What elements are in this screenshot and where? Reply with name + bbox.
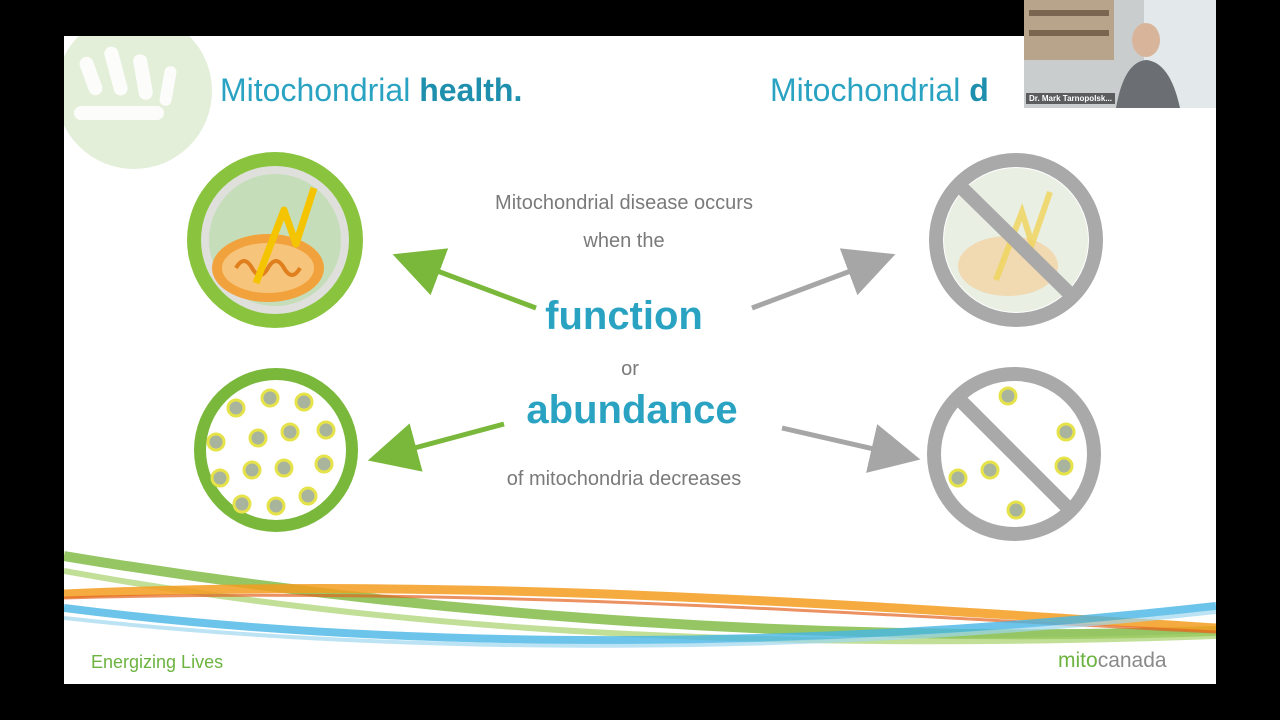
title-right-bold: d — [969, 72, 989, 108]
text-line2: when the — [583, 230, 665, 252]
wave-band-decoration — [64, 551, 1216, 648]
arrow-to-healthy-function — [392, 248, 537, 311]
arrows-layer — [367, 248, 921, 473]
arrow-to-healthy-abundance — [367, 421, 505, 472]
word-abundance: abundance — [526, 388, 738, 432]
word-or: or — [621, 358, 639, 380]
arrow-to-disease-abundance — [781, 424, 921, 473]
word-function: function — [545, 294, 703, 338]
title-left-bold: health. — [419, 72, 523, 108]
title-mitochondrial-disease: Mitochondrial d — [770, 72, 989, 109]
footer-tagline: Energizing Lives — [91, 652, 224, 672]
text-line1: Mitochondrial disease occurs — [495, 192, 753, 214]
presenter-video-image — [1024, 0, 1216, 108]
logo-text-o: o — [1086, 649, 1098, 672]
participant-name-label: Dr. Mark Tarnopolsk... — [1026, 93, 1115, 104]
presentation-slide: Mitochondrial health. Mitochondrial d — [64, 36, 1216, 684]
logo-text-canada: canada — [1097, 649, 1167, 672]
title-mitochondrial-health: Mitochondrial health. — [220, 72, 522, 109]
title-right-prefix: Mitochondrial — [770, 72, 970, 108]
disease-abundance-icon — [927, 367, 1101, 541]
title-left-prefix: Mitochondrial — [220, 72, 420, 108]
healthy-mitochondrion-icon — [187, 152, 363, 328]
text-line-last: of mitochondria decreases — [506, 468, 742, 490]
arrow-to-disease-function — [751, 248, 896, 311]
disease-mitochondrion-icon — [929, 153, 1103, 327]
mito-logo-decoration-icon — [64, 36, 212, 169]
mitocanada-logo: mitocanada — [1058, 649, 1167, 673]
participant-video-tile[interactable]: Dr. Mark Tarnopolsk... — [1024, 0, 1216, 108]
logo-text-mit: mit — [1058, 649, 1086, 672]
healthy-abundance-icon — [194, 368, 358, 532]
